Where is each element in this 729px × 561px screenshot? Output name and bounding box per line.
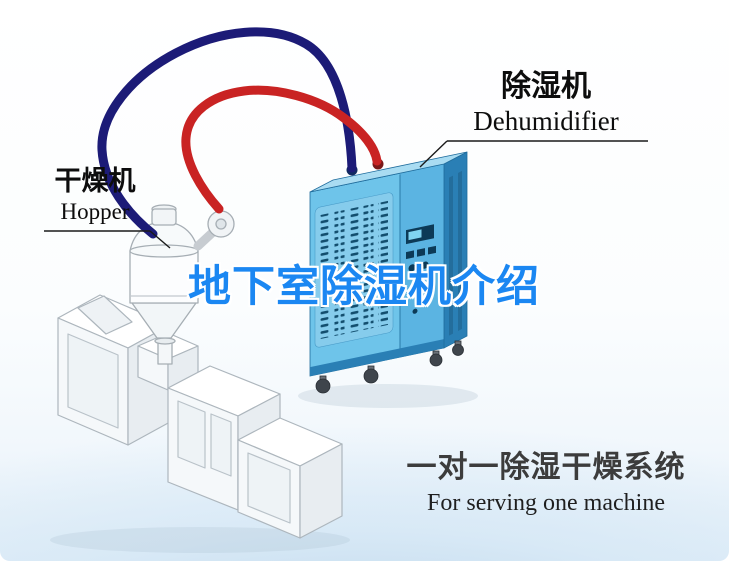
return-air-hose: [181, 85, 382, 214]
dehumidifier-label-cn: 除湿机: [501, 70, 591, 103]
hopper-label-cn: 干燥机: [54, 166, 136, 196]
dehumidifier-side-panel: [443, 151, 468, 349]
page-title: 地下室除湿机介绍: [188, 263, 540, 311]
dehumidifier-callout: 除湿机 Dehumidifier: [440, 70, 652, 136]
ground-shadows: [50, 384, 478, 553]
hopper-label-en: Hopper: [60, 199, 130, 225]
extruder-machine-illustration: [57, 294, 343, 539]
system-caption-cn: 一对一除湿干燥系统: [406, 451, 686, 484]
dehumidifier-machine-illustration: [309, 151, 468, 394]
blower-motor: [193, 210, 235, 251]
vent-grille: [320, 200, 388, 340]
hopper-callout-line: [44, 230, 171, 249]
system-caption: 一对一除湿干燥系统 For serving one machine: [400, 450, 692, 517]
hopper-callout: 干燥机 Hopper: [34, 166, 156, 224]
dehumidifier-label-en: Dehumidifier: [473, 105, 619, 136]
dry-air-hose: [97, 27, 357, 239]
system-caption-en: For serving one machine: [427, 490, 665, 516]
dehumidifier-callout-line: [419, 140, 648, 168]
control-panel: [406, 224, 436, 314]
dehumidifier-top-panel: [309, 151, 468, 193]
caster-wheels: [315, 340, 464, 394]
